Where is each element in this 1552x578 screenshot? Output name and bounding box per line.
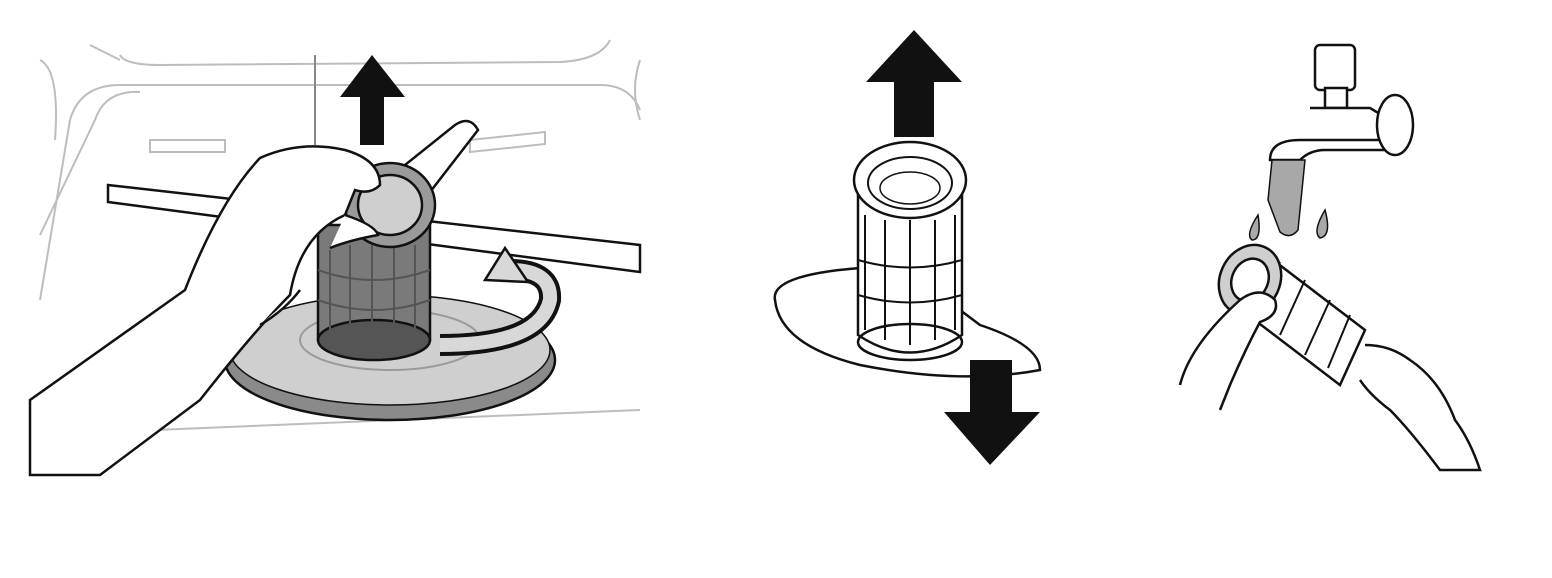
rinse-filter-icon <box>1178 43 1482 472</box>
faucet-icon <box>1268 43 1415 162</box>
twist-arrow <box>439 245 562 356</box>
step-2-panel <box>740 0 1080 578</box>
remove-filter-twist-icon <box>28 39 642 477</box>
lift-up-arrow <box>340 55 405 145</box>
water-stream <box>1248 159 1329 241</box>
filter-cylinder <box>316 161 437 362</box>
separate-filter-icon <box>773 30 1042 465</box>
hand <box>1178 291 1482 472</box>
down-arrow <box>944 360 1040 465</box>
step-1-panel <box>0 0 660 578</box>
hand <box>28 145 382 477</box>
filter-cylinder <box>852 140 968 362</box>
step-3-panel <box>1150 0 1530 578</box>
up-arrow <box>866 30 962 137</box>
